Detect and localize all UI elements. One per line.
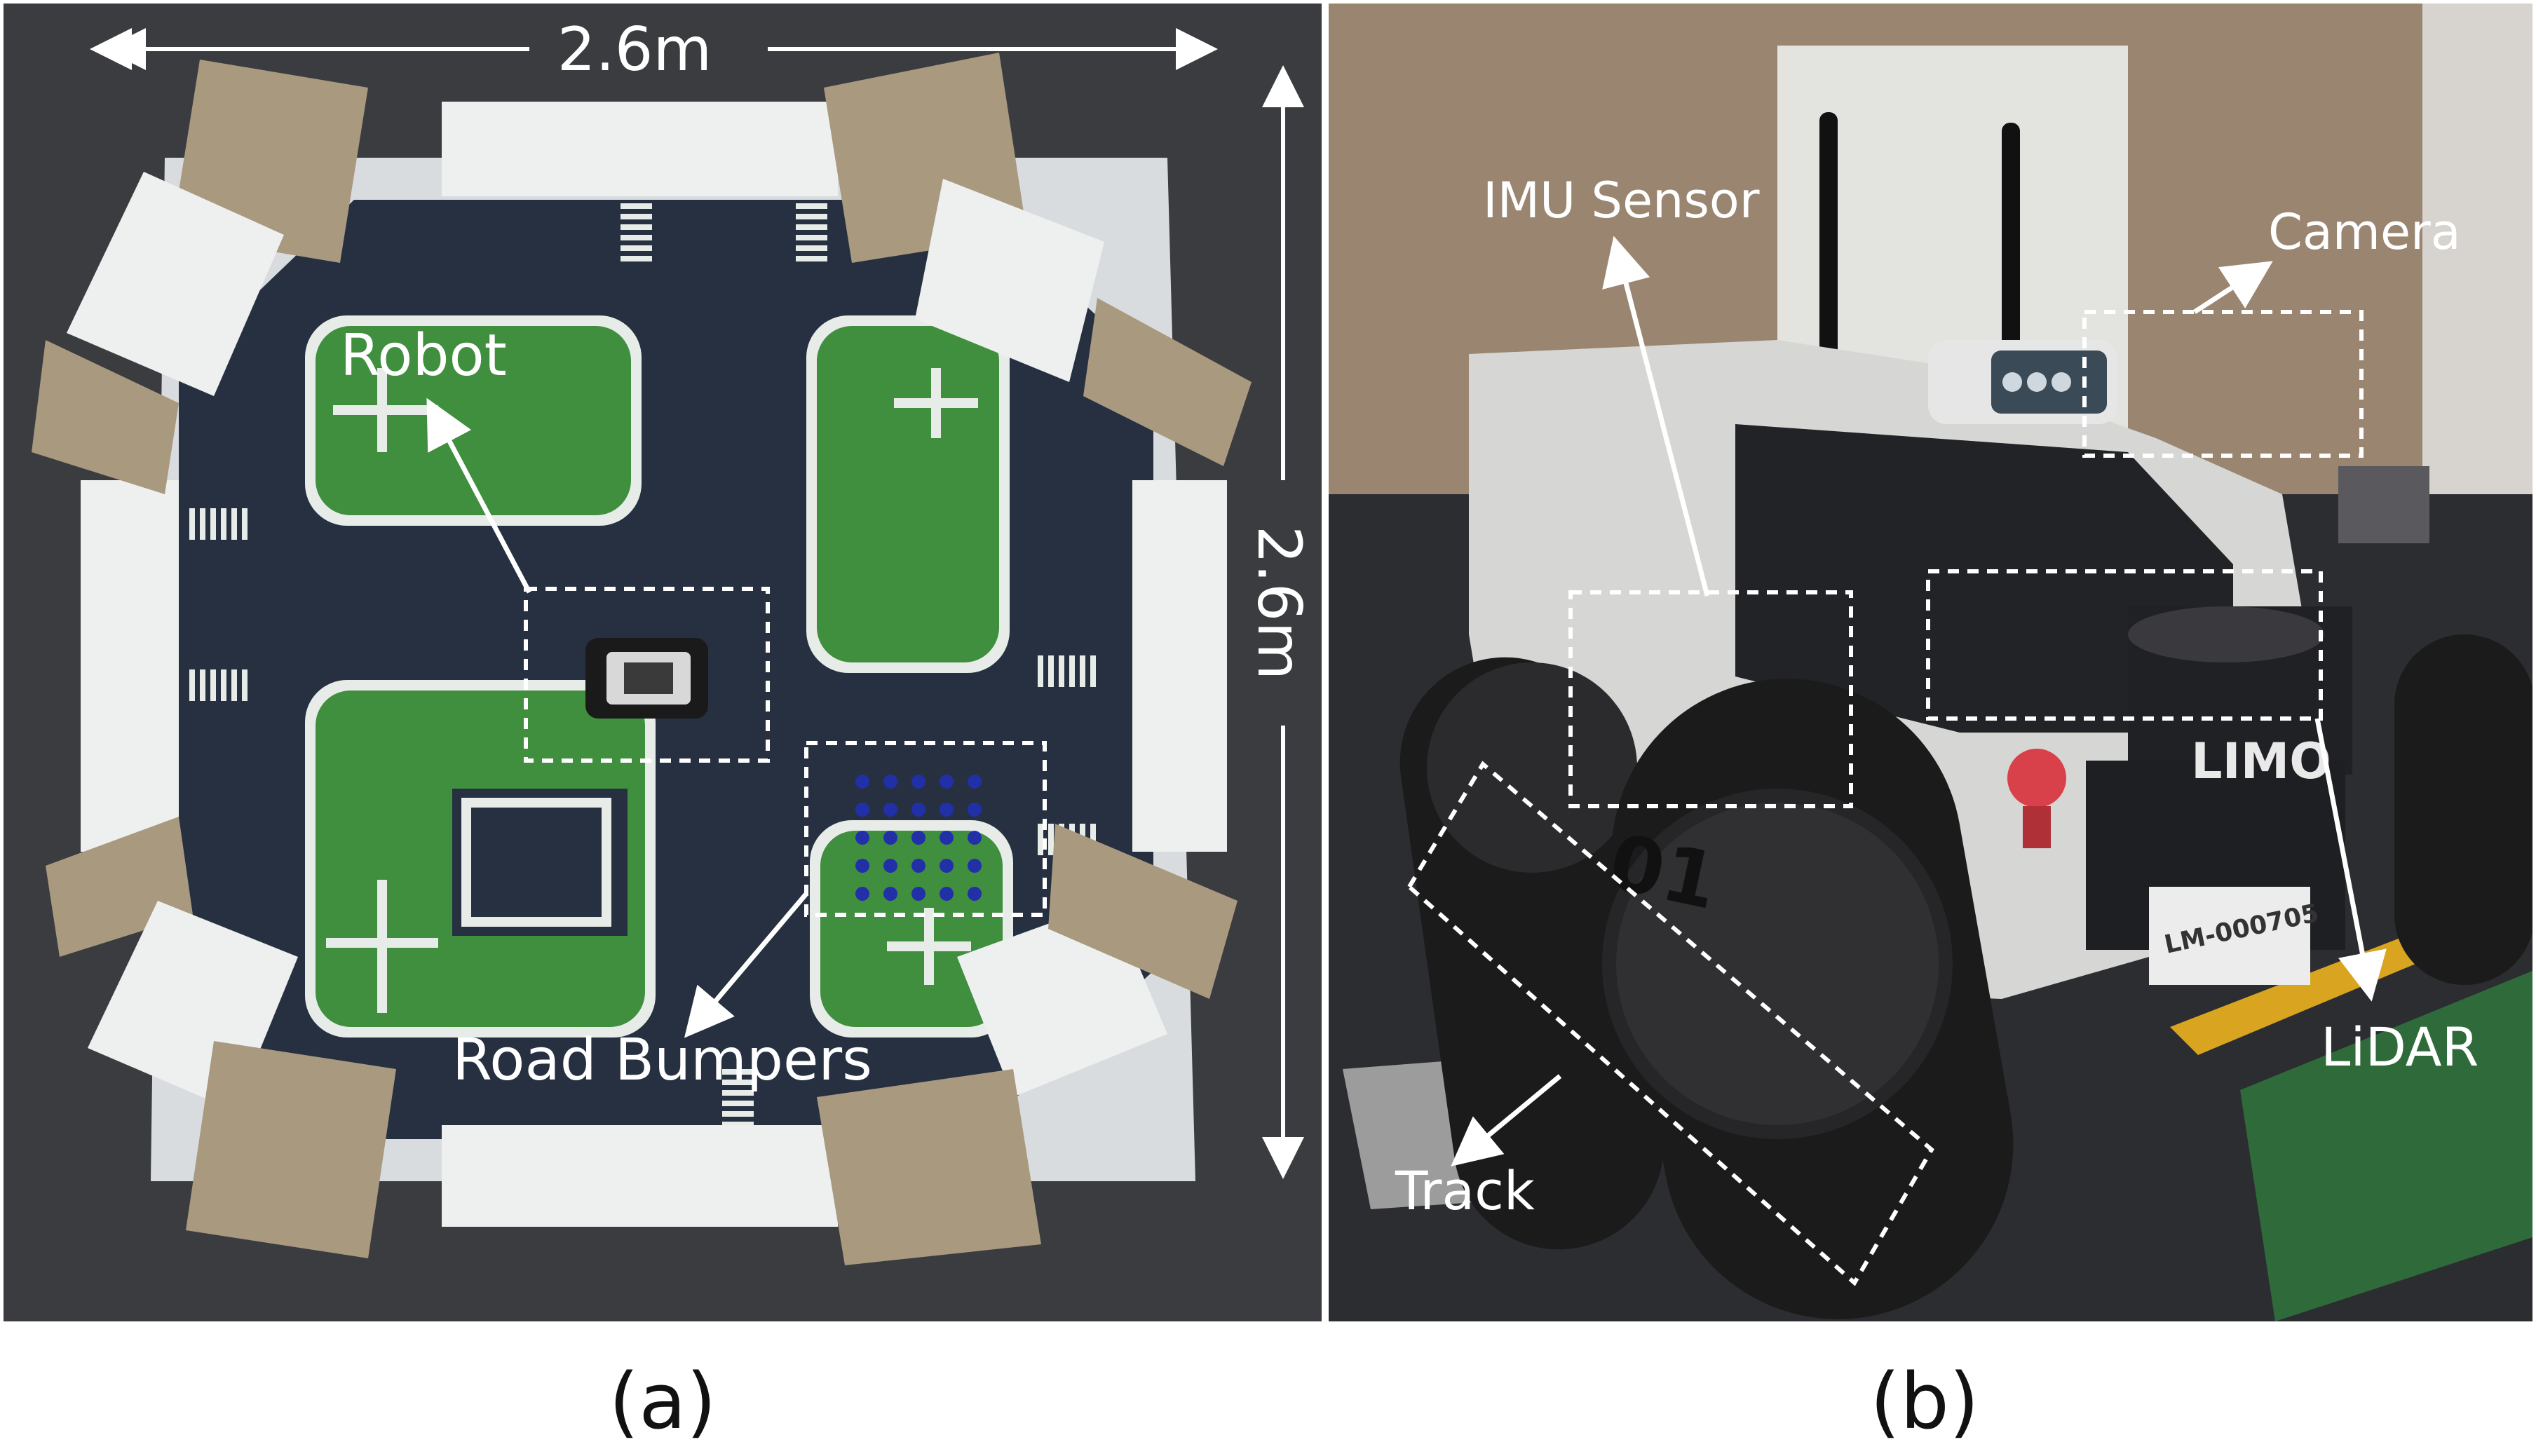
panel-b-robot-photo: 01 LIMO LM-000705 IMU Sensor Camera LiDA… [1329, 4, 2532, 1321]
imu-highlight-box [1568, 590, 1853, 808]
robot-brand-decal: LIMO [2191, 733, 2331, 790]
caption-a: (a) [609, 1356, 717, 1446]
robot-illustration: 01 LIMO LM-000705 IMU Sensor Camera LiDA… [1329, 4, 2532, 1321]
robot-upper-shell [1735, 424, 2233, 733]
lidar-arrow [2314, 718, 2387, 1002]
antenna-right [2002, 123, 2020, 389]
display-screen [2338, 466, 2429, 543]
bumpers-arrow [684, 892, 808, 1038]
robot-highlight-box [524, 587, 770, 763]
road-bumper-dots [855, 775, 982, 901]
track-label: Track [1395, 1159, 1535, 1222]
robot-number-decal: 01 [1602, 817, 1725, 927]
track-highlight-box [1406, 761, 1934, 1286]
emergency-stop-button [2007, 749, 2066, 808]
track-right [1602, 679, 2014, 1319]
track-rear-right [2394, 634, 2532, 985]
robot-label: Robot [340, 322, 507, 389]
robot-arrow [426, 397, 532, 594]
track-arrow [1451, 1074, 1562, 1166]
lidar-highlight-box [1926, 569, 2323, 721]
camera-label: Camera [2268, 203, 2461, 261]
camera-arrow [2193, 261, 2273, 314]
imu-sensor-label: IMU Sensor [1483, 172, 1760, 229]
caption-b: (b) [1870, 1356, 1979, 1446]
map-illustration: 2.6m 2.6m Robot Road Bumpers [4, 4, 1322, 1321]
panel-a-map-photo: 2.6m 2.6m Robot Road Bumpers [4, 4, 1322, 1321]
height-dimension-label: 2.6m [1244, 526, 1314, 681]
block-markings [326, 368, 978, 1013]
robot-top-view [585, 638, 708, 719]
road-bumpers-label: Road Bumpers [452, 1027, 872, 1094]
width-dimension-label: 2.6m [557, 15, 712, 85]
antenna-left [1819, 112, 1838, 400]
imu-arrow [1602, 236, 1710, 597]
camera-highlight-box [2082, 310, 2364, 458]
boundary-panels [32, 53, 1252, 1265]
front-bumper [2149, 887, 2310, 985]
lidar-label: LiDAR [2321, 1016, 2479, 1078]
bumpers-highlight-box [804, 741, 1047, 917]
